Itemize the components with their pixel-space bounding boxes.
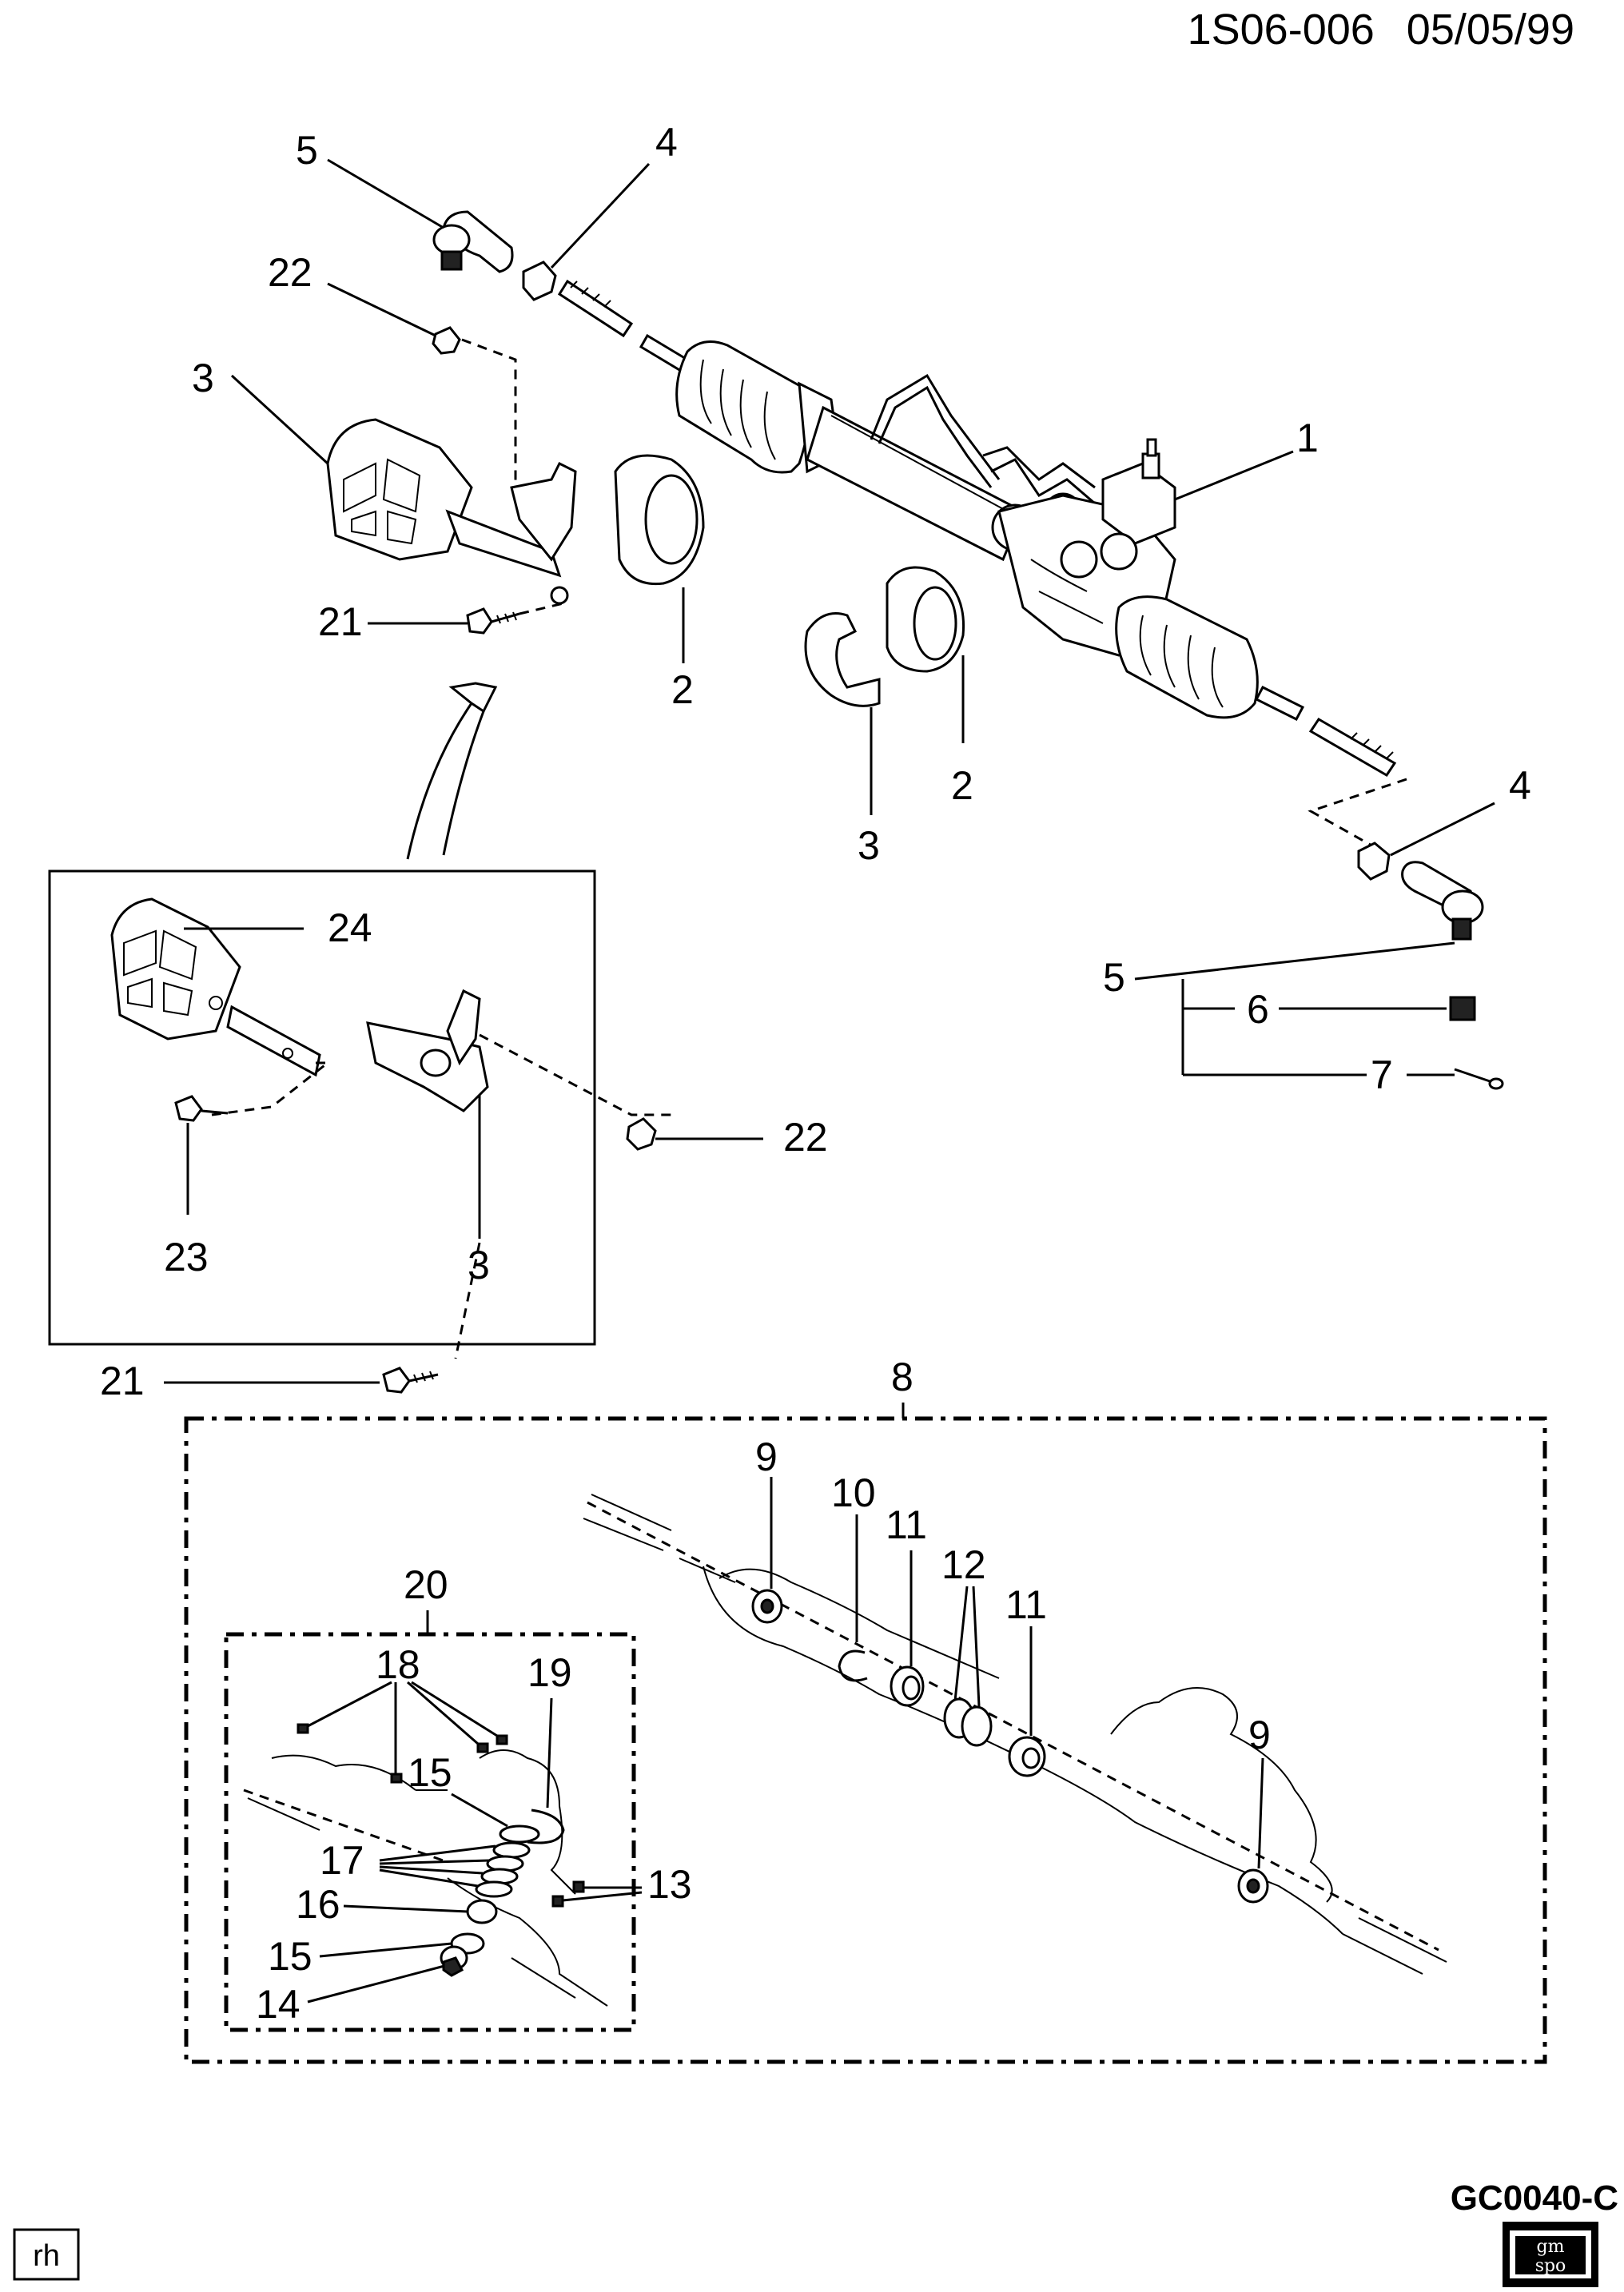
callout-20: 20	[404, 1562, 448, 1607]
callout-3-upper: 3	[192, 356, 214, 400]
callout-10: 10	[831, 1470, 876, 1515]
callout-8: 8	[891, 1355, 914, 1399]
callout-7: 7	[1371, 1052, 1393, 1097]
right-jam-nut	[1357, 842, 1391, 881]
seal-11-left	[890, 1665, 925, 1707]
callout-22-upper: 22	[268, 250, 312, 295]
heat-shield-24	[110, 897, 321, 1077]
o-ring-17-stack	[475, 1841, 531, 1898]
bracket-3-inset	[366, 989, 489, 1112]
callout-4-right: 4	[1509, 763, 1531, 808]
seal-15-upper	[499, 1824, 540, 1844]
callout-1: 1	[1296, 416, 1319, 460]
logo-gm: gm	[1537, 2237, 1565, 2257]
left-jam-nut	[522, 261, 557, 301]
callout-5-right: 5	[1103, 955, 1125, 1000]
bolt-21-lower	[382, 1367, 439, 1394]
callout-17: 17	[320, 1838, 364, 1883]
seal-14	[440, 1945, 468, 1977]
callout-11-right: 11	[1005, 1582, 1047, 1627]
snap-ring-19	[527, 1809, 565, 1844]
bolt-21-upper	[466, 607, 520, 635]
callout-5-left: 5	[296, 128, 318, 173]
seal-18-set	[297, 1723, 508, 1784]
callout-3-middle: 3	[858, 823, 880, 868]
callout-22-lower: 22	[783, 1115, 828, 1160]
callout-21-lower: 21	[100, 1359, 145, 1403]
nut-22-lower	[626, 1117, 657, 1151]
callout-13: 13	[647, 1862, 692, 1907]
heat-shield-bracket-upper	[326, 418, 577, 605]
right-tie-rod-end	[1401, 861, 1484, 941]
callout-9-left: 9	[755, 1434, 778, 1479]
callout-18: 18	[376, 1642, 420, 1687]
cotter-pin	[1454, 1068, 1504, 1090]
callout-16: 16	[296, 1882, 340, 1927]
nut-22-upper	[432, 326, 461, 355]
callout-6: 6	[1247, 987, 1269, 1032]
seal-13-set	[551, 1880, 585, 1908]
castle-nut	[1449, 996, 1476, 1021]
callout-9-right: 9	[1248, 1713, 1271, 1757]
seal-9-right	[1237, 1868, 1269, 1904]
alternate-bracket-inset	[48, 869, 596, 1346]
logo-spo: spo	[1535, 2256, 1566, 2276]
callout-2-upper: 2	[671, 667, 694, 712]
document-date: 05/05/99	[1407, 6, 1574, 54]
callout-19: 19	[527, 1650, 572, 1695]
callout-15-lower: 15	[268, 1934, 312, 1979]
rack-clamp-middle	[804, 612, 881, 707]
callout-2-lower: 2	[951, 763, 973, 808]
seal-kit-8-boundary	[184, 1416, 1547, 2064]
seal-9-left	[751, 1589, 783, 1624]
side-tag: rh	[13, 2228, 80, 2281]
bolt-23	[174, 1095, 229, 1122]
side-tag-label: rh	[33, 2239, 60, 2273]
callout-21-upper: 21	[318, 599, 363, 644]
callout-11-left: 11	[886, 1502, 927, 1547]
gm-spo-logo: gm spo	[1503, 2222, 1598, 2287]
document-id: 1S06-006	[1188, 6, 1375, 54]
snap-ring-10	[838, 1649, 868, 1682]
figure-code: GC0040-C	[1451, 2179, 1618, 2218]
rack-bushing-upper	[614, 454, 705, 586]
rack-and-pinion-assembly	[557, 279, 1397, 778]
seal-16	[466, 1899, 498, 1924]
left-tie-rod-end	[432, 210, 514, 273]
callout-23: 23	[164, 1235, 209, 1279]
seal-11-right	[1008, 1736, 1046, 1777]
ring-12	[943, 1697, 993, 1747]
callout-4-left: 4	[655, 120, 678, 165]
callout-15-upper: 15	[408, 1750, 452, 1795]
callout-14: 14	[256, 1982, 301, 2027]
callout-12: 12	[941, 1542, 986, 1587]
rack-bushing-lower	[886, 566, 965, 673]
valve-seal-kit-20-boundary	[224, 1632, 636, 2032]
callout-24: 24	[328, 905, 372, 950]
